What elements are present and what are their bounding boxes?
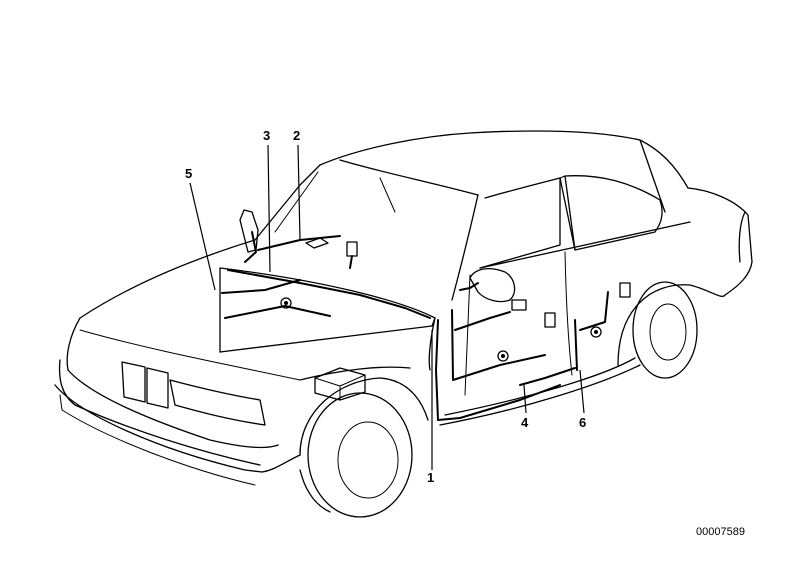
callout-2: 2 xyxy=(293,128,300,143)
kidney-grille xyxy=(121,361,169,409)
leader-lines xyxy=(189,144,585,470)
callout-5: 5 xyxy=(185,166,192,181)
callout-3: 3 xyxy=(263,128,270,143)
leader-6 xyxy=(579,369,585,414)
callout-4: 4 xyxy=(521,415,529,430)
leader-3 xyxy=(267,144,271,273)
callout-1: 1 xyxy=(427,470,434,485)
callout-6: 6 xyxy=(579,415,586,430)
leader-2 xyxy=(297,144,301,241)
wiring-harness xyxy=(219,231,631,421)
side-mirror-left xyxy=(239,209,259,253)
leader-4 xyxy=(523,384,527,414)
leader-5 xyxy=(189,182,216,291)
control-module xyxy=(314,367,366,401)
document-number: 00007589 xyxy=(696,526,745,538)
car-body xyxy=(54,130,753,518)
side-mirror-right xyxy=(469,267,516,303)
